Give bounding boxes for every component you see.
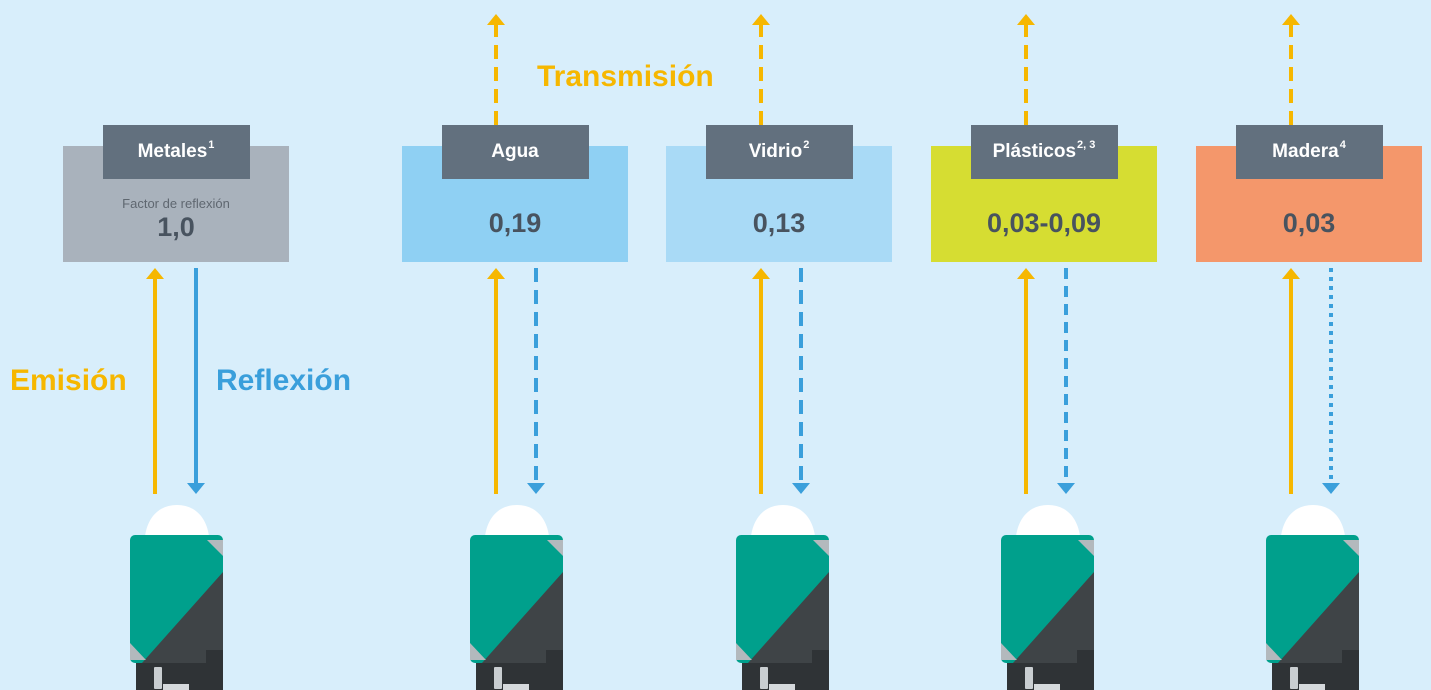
transmission-arrow-head: [1017, 14, 1035, 25]
reflection-arrow-head: [1057, 483, 1075, 494]
photoelectric-sensor-icon: [1266, 505, 1359, 690]
sensor-connector: [1299, 684, 1325, 690]
reflection-factor-caption: Factor de reflexión: [122, 196, 230, 211]
material-name: Metales: [137, 141, 208, 162]
sensor-corner-mark: [1078, 540, 1094, 556]
sensor-corner-mark: [1266, 643, 1282, 660]
sensor-lens: [145, 505, 209, 536]
reflection-arrow-head: [1322, 483, 1340, 494]
reflection-factor-value: 0,13: [752, 208, 806, 238]
sensor-housing-shade: [482, 572, 563, 663]
sensor-led: [760, 667, 768, 689]
material-name: Agua: [491, 141, 539, 162]
transmission-arrow-head: [1282, 14, 1300, 25]
reflection-factor-value: 0,19: [488, 208, 542, 238]
emission-arrow-head: [146, 268, 164, 279]
sensor-led: [494, 667, 502, 689]
transmission-arrow-head: [487, 14, 505, 25]
reflection-factor-value: 0,03-0,09: [986, 208, 1102, 238]
material-box-1: Agua 0,19: [402, 125, 628, 262]
sensor-bracket: [546, 650, 563, 690]
emission-arrow-head: [1282, 268, 1300, 279]
sensor-bracket: [206, 650, 223, 690]
sensor-housing-shade: [748, 572, 829, 663]
sensor-connector: [163, 684, 189, 690]
sensor-corner-mark: [130, 643, 146, 660]
sensor-led: [1025, 667, 1033, 689]
sensor-led: [1290, 667, 1298, 689]
sensor-lens: [751, 505, 815, 536]
reflection-arrow-head: [792, 483, 810, 494]
emission-arrow-head: [487, 268, 505, 279]
material-name: Plásticos: [992, 141, 1077, 162]
sensor-corner-mark: [1343, 540, 1359, 556]
emission-label: Emisión: [10, 364, 127, 397]
sensor-corner-mark: [207, 540, 223, 556]
material-name: Madera: [1272, 141, 1339, 162]
sensor-corner-mark: [813, 540, 829, 556]
sensor-corner-mark: [547, 540, 563, 556]
sensor-lens: [485, 505, 549, 536]
reflection-factor-value: 0,03: [1282, 208, 1336, 238]
sensor-connector: [503, 684, 529, 690]
sensors-layer: [130, 505, 1359, 690]
emission-arrow-head: [1017, 268, 1035, 279]
material-name: Vidrio: [748, 141, 803, 162]
reflection-label: Reflexión: [216, 364, 352, 397]
photoelectric-sensor-icon: [470, 505, 563, 690]
sensor-corner-mark: [736, 643, 752, 660]
reflection-arrow-head: [527, 483, 545, 494]
reflection-arrow-head: [187, 483, 205, 494]
photoelectric-sensor-icon: [130, 505, 223, 690]
photoelectric-sensor-icon: [736, 505, 829, 690]
sensor-bracket: [1342, 650, 1359, 690]
transmission-arrow-head: [752, 14, 770, 25]
sensor-housing-shade: [1013, 572, 1094, 663]
arrows-layer: [146, 14, 1340, 494]
sensor-housing-shade: [142, 572, 223, 663]
sensor-bracket: [1077, 650, 1094, 690]
sensor-lens: [1281, 505, 1345, 536]
sensor-corner-mark: [470, 643, 486, 660]
reflection-factor-value: 1,0: [157, 212, 195, 242]
sensor-corner-mark: [1001, 643, 1017, 660]
material-name-tab: Agua: [441, 125, 589, 179]
sensor-led: [154, 667, 162, 689]
sensor-connector: [769, 684, 795, 690]
emission-arrow-head: [752, 268, 770, 279]
sensor-housing-shade: [1278, 572, 1359, 663]
sensor-lens: [1016, 505, 1080, 536]
transmission-label: Transmisión: [537, 60, 714, 93]
sensor-connector: [1034, 684, 1060, 690]
sensor-bracket: [812, 650, 829, 690]
photoelectric-sensor-icon: [1001, 505, 1094, 690]
